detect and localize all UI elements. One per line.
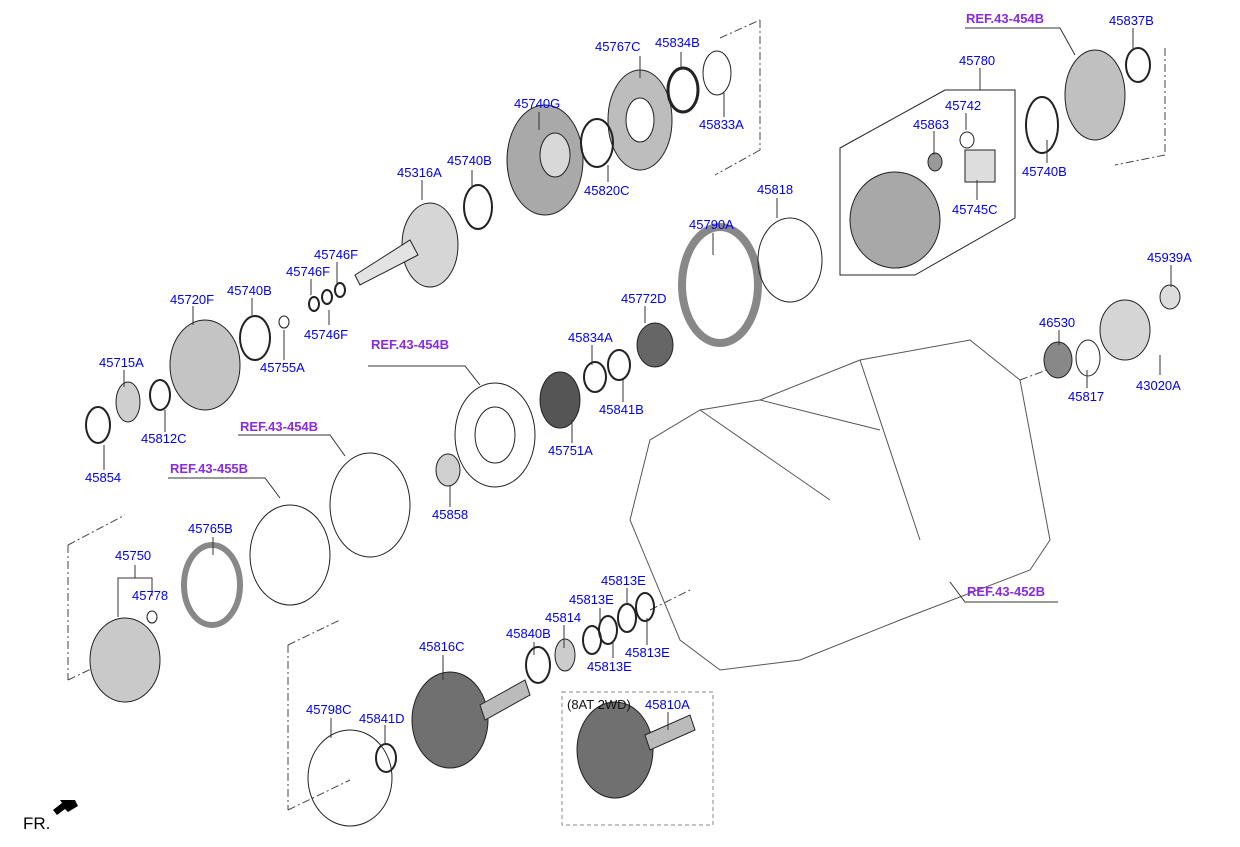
part-45816C-shape (411, 671, 489, 769)
ref-link-middle[interactable]: REF.43-454B (371, 337, 450, 352)
part-label[interactable]: 45790A (689, 217, 734, 232)
part-45780-box (839, 89, 1016, 276)
part-45740B-ring-1 (463, 184, 493, 230)
part-label[interactable]: 45820C (584, 183, 630, 198)
ref-link-top-right[interactable]: REF.43-454B (966, 11, 1045, 26)
part-label[interactable]: 45813E (625, 645, 670, 660)
part-label[interactable]: 45715A (99, 355, 144, 370)
part-label[interactable]: 45745C (952, 202, 998, 217)
part-45818-shape (757, 217, 823, 303)
part-label[interactable]: 45740B (447, 153, 492, 168)
part-label[interactable]: 45814 (545, 610, 582, 625)
part-label[interactable]: 45813E (569, 592, 614, 607)
part-label[interactable]: 45817 (1068, 389, 1105, 404)
part-label[interactable]: 43020A (1136, 378, 1181, 393)
ref-link-case[interactable]: REF.43-452B (967, 584, 1046, 599)
transmission-case (629, 339, 1051, 671)
part-45820C-shape (580, 118, 614, 168)
part-label[interactable]: 45813E (587, 659, 632, 674)
part-45720F-shape (169, 319, 241, 411)
part-label[interactable]: 45834A (568, 330, 613, 345)
part-label[interactable]: 45854 (85, 470, 122, 485)
part-label[interactable]: 45818 (757, 182, 794, 197)
part-label[interactable]: 45778 (132, 588, 169, 603)
part-label[interactable]: 45740G (514, 96, 561, 111)
front-indicator: FR. (23, 814, 51, 833)
part-label[interactable]: 45740B (227, 283, 272, 298)
part-label[interactable]: 45798C (306, 702, 352, 717)
part-label[interactable]: 45858 (432, 507, 469, 522)
part-45834B-shape (666, 66, 700, 114)
part-label[interactable]: 45863 (913, 117, 950, 132)
part-label[interactable]: 45746F (304, 327, 349, 342)
part-label[interactable]: 45316A (397, 165, 442, 180)
part-label[interactable]: 45816C (419, 639, 465, 654)
part-45833A-shape (702, 50, 732, 96)
part-label[interactable]: 45780 (959, 53, 996, 68)
part-label[interactable]: 45746F (314, 247, 359, 262)
part-45810A-shape (576, 701, 654, 799)
part-label[interactable]: 45810A (645, 697, 690, 712)
ref-link-left-lower[interactable]: REF.43-455B (170, 461, 249, 476)
part-label[interactable]: 45767C (595, 39, 641, 54)
part-45798C-shape (307, 729, 393, 827)
part-label[interactable]: 45751A (548, 443, 593, 458)
part-label[interactable]: 45742 (945, 98, 982, 113)
part-label[interactable]: 45834B (655, 35, 700, 50)
part-label[interactable]: 45750 (115, 548, 152, 563)
part-label[interactable]: 45837B (1109, 13, 1154, 28)
part-label[interactable]: 45939A (1147, 250, 1192, 265)
part-label[interactable]: 45833A (699, 117, 744, 132)
part-label[interactable]: 45812C (141, 431, 187, 446)
part-label[interactable]: 45755A (260, 360, 305, 375)
part-45790A-shape (678, 223, 762, 347)
part-label[interactable]: 45740B (1022, 164, 1067, 179)
ref-link-left-upper[interactable]: REF.43-454B (240, 419, 319, 434)
part-label[interactable]: 45840B (506, 626, 551, 641)
front-arrow-icon (53, 800, 78, 815)
part-label[interactable]: 45720F (170, 292, 215, 307)
part-label[interactable]: 45772D (621, 291, 667, 306)
part-label[interactable]: 45813E (601, 573, 646, 588)
part-label[interactable]: 45765B (188, 521, 233, 536)
axis-lines (67, 19, 1166, 811)
part-label[interactable]: 46530 (1039, 315, 1076, 330)
part-45750-shape (89, 617, 161, 703)
part-label[interactable]: 45841D (359, 711, 405, 726)
variant-note: (8AT 2WD) (567, 697, 631, 712)
part-label[interactable]: 45746F (286, 264, 331, 279)
part-label[interactable]: 45841B (599, 402, 644, 417)
